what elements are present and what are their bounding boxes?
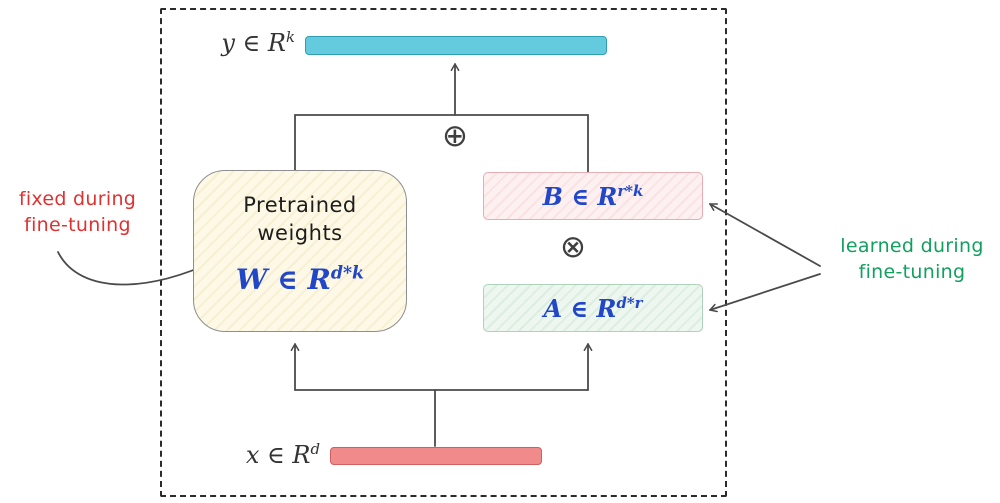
pretrained-title-line2: weights <box>257 221 343 246</box>
pretrained-weights-box: Pretrained weights W ∈ Rd*k <box>193 170 407 332</box>
output-label-sup: k <box>285 28 295 46</box>
pretrained-weights-formula: W ∈ Rd*k <box>194 263 406 296</box>
input-vector-bar <box>330 447 542 465</box>
input-vector-label: x ∈ Rd <box>210 440 320 469</box>
a-formula-sup: d*r <box>616 293 643 312</box>
output-label-base: y ∈ R <box>221 29 286 57</box>
b-matrix-box: B ∈ Rr*k <box>483 172 703 220</box>
arrow-fixed-annotation <box>57 251 217 286</box>
fixed-annotation: fixed during fine-tuning <box>0 186 155 238</box>
w-formula-base: W ∈ R <box>235 263 331 296</box>
connector-top-merge <box>294 114 589 174</box>
output-vector-bar <box>305 36 607 55</box>
learned-annotation-line2: fine-tuning <box>858 261 966 284</box>
diagram-dashed-frame <box>160 8 727 497</box>
fixed-annotation-line2: fine-tuning <box>24 214 131 237</box>
input-label-sup: d <box>310 440 320 458</box>
b-formula-base: B ∈ R <box>542 181 618 211</box>
a-matrix-formula: A ∈ Rd*r <box>543 294 642 323</box>
arrow-learned-to-b <box>709 203 821 267</box>
a-matrix-box: A ∈ Rd*r <box>483 284 703 332</box>
pretrained-title-line1: Pretrained <box>243 193 357 217</box>
learned-annotation-line1: learned during <box>840 235 984 257</box>
a-formula-base: A ∈ R <box>543 293 617 323</box>
learned-annotation: learned during fine-tuning <box>826 233 998 285</box>
w-formula-sup: d*k <box>330 263 365 284</box>
multiply-operator-icon: ⊗ <box>560 229 586 265</box>
b-formula-sup: r*k <box>617 181 644 200</box>
input-label-base: x ∈ R <box>245 441 311 469</box>
arrow-learned-to-a <box>709 273 821 313</box>
add-operator-icon: ⊕ <box>442 118 468 154</box>
b-matrix-formula: B ∈ Rr*k <box>543 182 644 211</box>
fixed-annotation-line1: fixed during <box>18 188 137 210</box>
pretrained-weights-title: Pretrained weights <box>194 191 406 248</box>
output-vector-label: y ∈ Rk <box>185 28 295 57</box>
